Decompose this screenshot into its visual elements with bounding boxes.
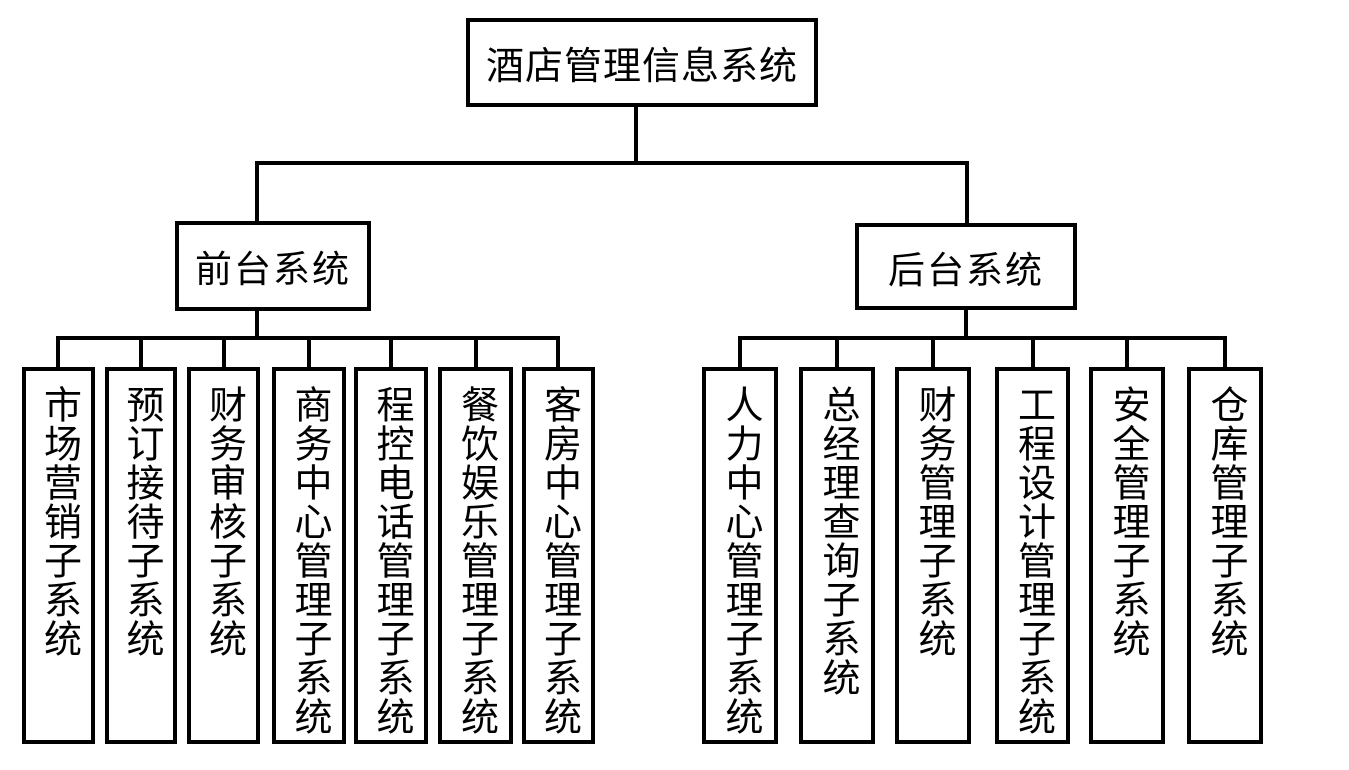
leaf-label: 工程设计管理子系统 bbox=[1011, 385, 1054, 736]
leaf-reservation-reception-subsystem: 预订接待子系统 bbox=[105, 367, 177, 744]
leaf-hr-center-subsystem: 人力中心管理子系统 bbox=[702, 367, 778, 744]
leaf-label: 程控电话管理子系统 bbox=[370, 385, 412, 736]
leaf-marketing-subsystem: 市场营销子系统 bbox=[22, 367, 95, 744]
root-box-hotel-mis: 酒店管理信息系统 bbox=[466, 18, 818, 107]
leaf-business-center-subsystem: 商务中心管理子系统 bbox=[272, 367, 346, 744]
leaf-label: 客房中心管理子系统 bbox=[537, 385, 580, 736]
leaf-label: 安全管理子系统 bbox=[1106, 385, 1148, 658]
leaf-room-center-subsystem: 客房中心管理子系统 bbox=[522, 367, 595, 744]
root-label: 酒店管理信息系统 bbox=[485, 46, 798, 88]
leaf-gm-query-subsystem: 总经理查询子系统 bbox=[799, 367, 875, 744]
leaf-label: 市场营销子系统 bbox=[37, 385, 80, 658]
leaf-label: 财务审核子系统 bbox=[202, 385, 245, 658]
leaf-security-management-subsystem: 安全管理子系统 bbox=[1089, 367, 1165, 744]
leaf-pabx-telephone-subsystem: 程控电话管理子系统 bbox=[354, 367, 428, 744]
leaf-catering-entertainment-subsystem: 餐饮娱乐管理子系统 bbox=[438, 367, 513, 744]
leaf-label: 仓库管理子系统 bbox=[1204, 385, 1246, 658]
front-office-label: 前台系统 bbox=[195, 250, 351, 291]
branch-box-front-office: 前台系统 bbox=[175, 221, 371, 311]
leaf-finance-audit-subsystem: 财务审核子系统 bbox=[187, 367, 260, 744]
back-office-label: 后台系统 bbox=[888, 250, 1044, 292]
leaf-label: 商务中心管理子系统 bbox=[288, 385, 330, 736]
leaf-label: 餐饮娱乐管理子系统 bbox=[454, 385, 497, 736]
leaf-label: 预订接待子系统 bbox=[120, 385, 162, 658]
leaf-label: 人力中心管理子系统 bbox=[719, 385, 761, 736]
leaf-engineering-design-subsystem: 工程设计管理子系统 bbox=[995, 367, 1070, 744]
branch-box-back-office: 后台系统 bbox=[855, 223, 1077, 310]
leaf-finance-management-subsystem: 财务管理子系统 bbox=[895, 367, 971, 744]
leaf-label: 总经理查询子系统 bbox=[816, 385, 858, 697]
leaf-label: 财务管理子系统 bbox=[912, 385, 954, 658]
leaf-warehouse-management-subsystem: 仓库管理子系统 bbox=[1187, 367, 1263, 744]
